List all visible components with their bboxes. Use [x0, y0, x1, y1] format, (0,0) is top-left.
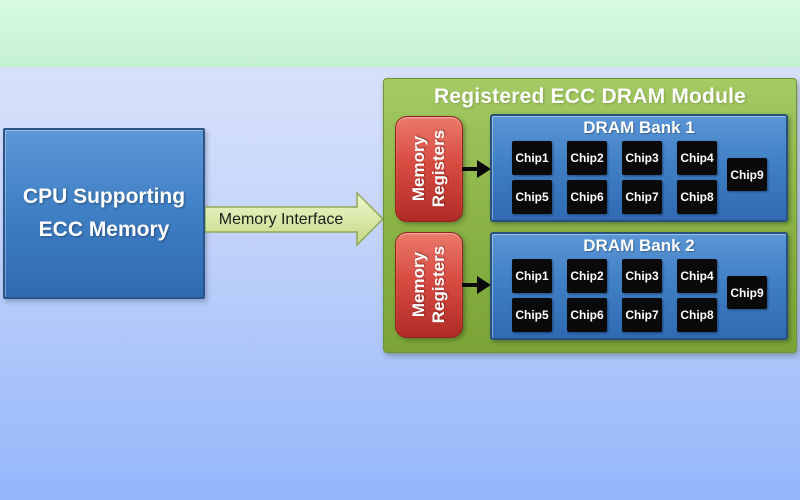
module-title: Registered ECC DRAM Module	[433, 85, 747, 108]
dram-bank-1: DRAM Bank 1 Chip1 Chip2 Chip3 Chip4 Chip…	[490, 114, 788, 222]
chip: Chip2	[567, 259, 607, 293]
dram-bank-1-title: DRAM Bank 1	[583, 118, 695, 137]
dram-bank-2-title: DRAM Bank 2	[583, 236, 695, 255]
cpu-box: CPU Supporting ECC Memory	[3, 128, 205, 299]
chip: Chip5	[512, 298, 552, 332]
chip: Chip7	[622, 298, 662, 332]
chip: Chip3	[622, 259, 662, 293]
memory-interface-arrow-shape	[205, 191, 385, 247]
dram-bank-2: DRAM Bank 2 Chip1 Chip2 Chip3 Chip4 Chip…	[490, 232, 788, 340]
register-to-bank1-arrow-icon	[462, 160, 491, 178]
chip: Chip6	[567, 180, 607, 214]
memory-registers-label-1: Memory Registers	[409, 130, 449, 208]
chip: Chip3	[622, 141, 662, 175]
chip: Chip1	[512, 141, 552, 175]
memory-interface-label: Memory Interface	[218, 211, 344, 228]
chip: Chip2	[567, 141, 607, 175]
chip: Chip9	[727, 158, 767, 191]
chip: Chip8	[677, 180, 717, 214]
cpu-label-line1: CPU Supporting	[22, 184, 186, 208]
dram-bank-2-chip-grid: Chip1 Chip2 Chip3 Chip4 Chip5 Chip6 Chip…	[512, 259, 717, 332]
top-banner-strip	[0, 0, 800, 67]
chip: Chip4	[677, 259, 717, 293]
register-to-bank2-arrow-icon	[462, 276, 491, 294]
chip: Chip5	[512, 180, 552, 214]
memory-registers-label-2: Memory Registers	[409, 246, 449, 324]
chip: Chip9	[727, 276, 767, 309]
dram-bank-1-chip-grid: Chip1 Chip2 Chip3 Chip4 Chip5 Chip6 Chip…	[512, 141, 717, 214]
chip: Chip4	[677, 141, 717, 175]
chip: Chip6	[567, 298, 607, 332]
memory-registers-box-2: Memory Registers	[395, 232, 463, 338]
chip: Chip8	[677, 298, 717, 332]
chip: Chip1	[512, 259, 552, 293]
memory-registers-box-1: Memory Registers	[395, 116, 463, 222]
chip: Chip7	[622, 180, 662, 214]
cpu-label-line2: ECC Memory	[38, 217, 170, 241]
